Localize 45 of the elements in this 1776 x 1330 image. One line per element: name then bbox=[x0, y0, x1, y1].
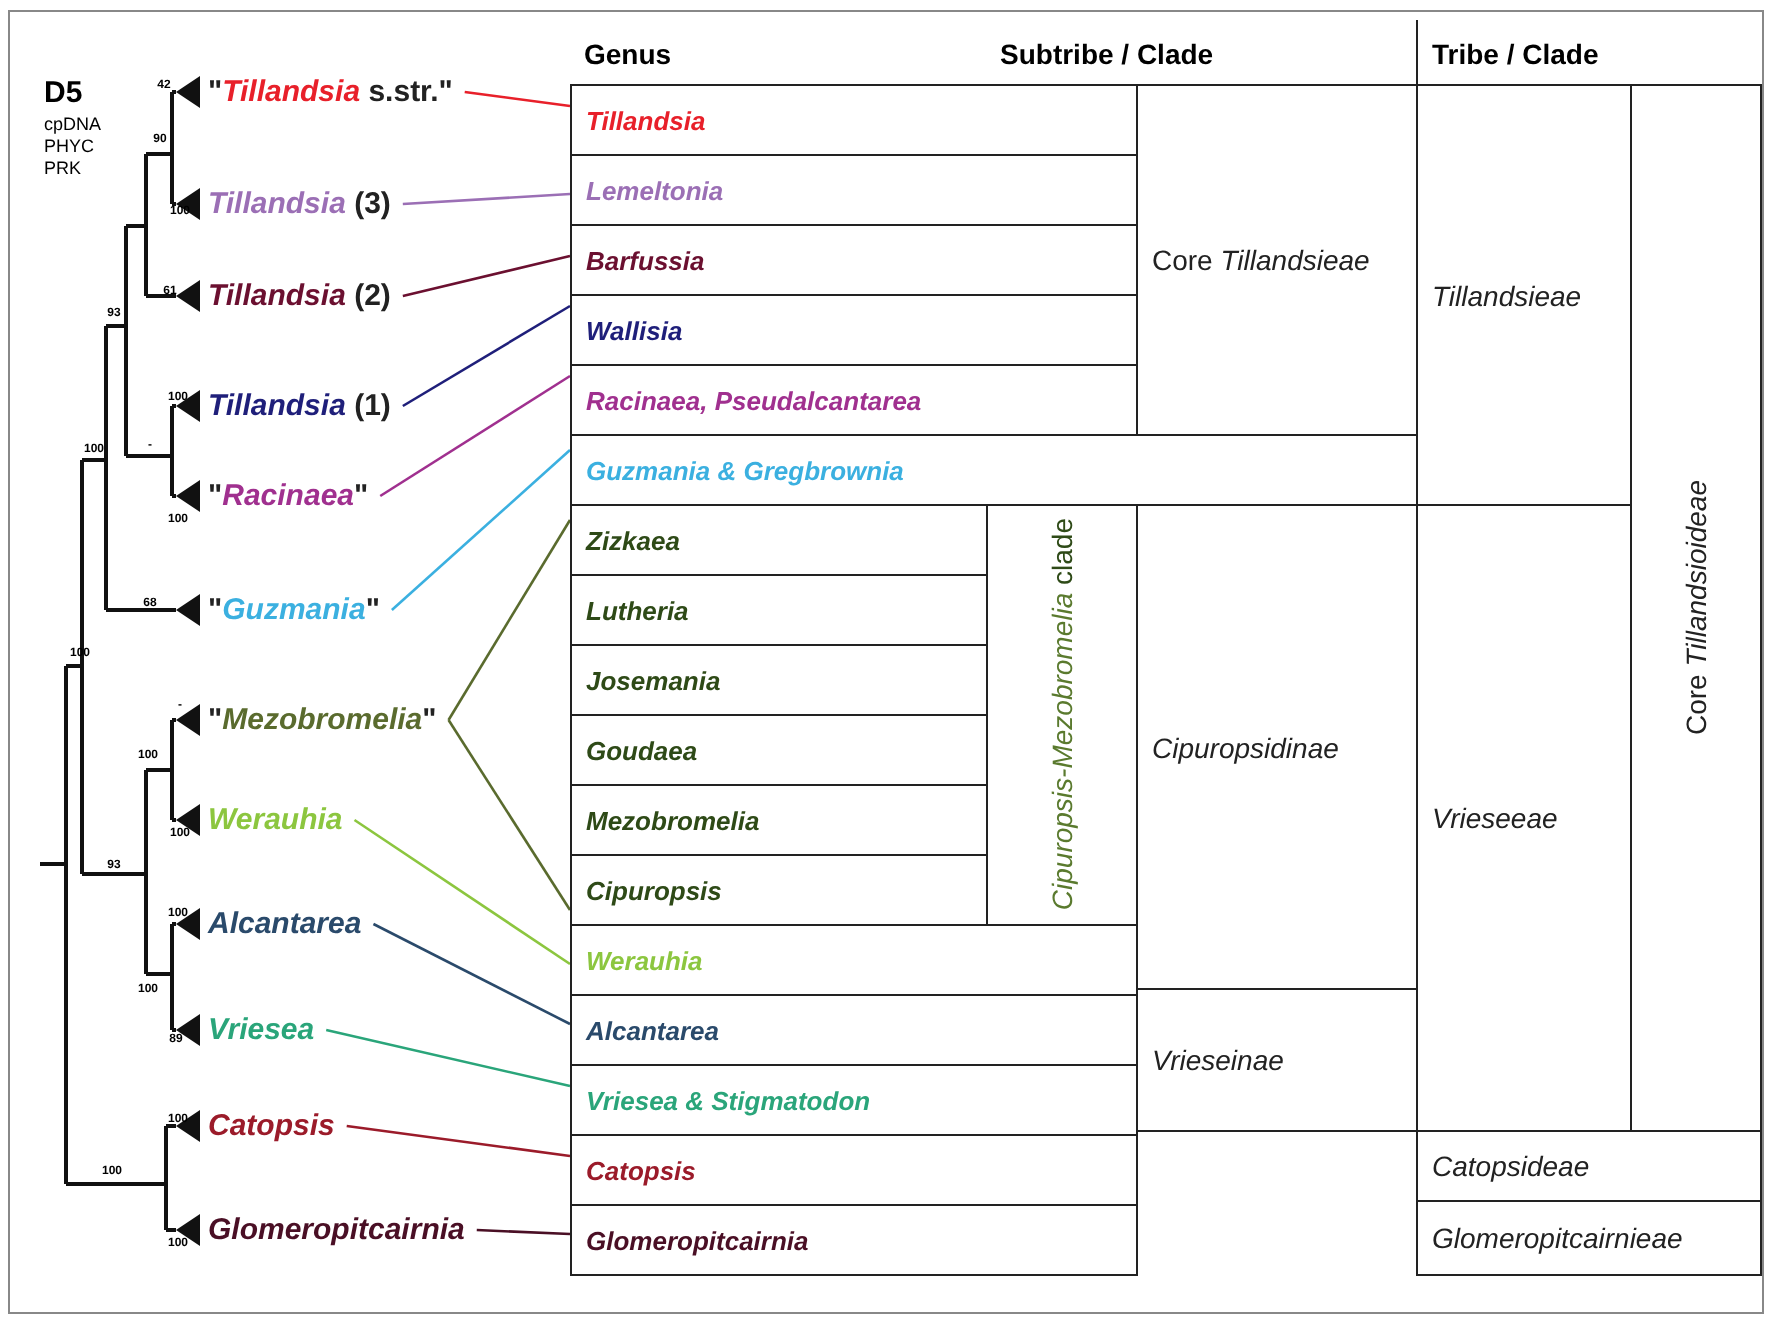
table-text: Catopsideae bbox=[1432, 1150, 1590, 1182]
column-header: Genus bbox=[584, 38, 672, 70]
marker-label: cpDNA bbox=[44, 114, 102, 134]
leader-line bbox=[402, 192, 571, 206]
marker-label: PHYC bbox=[44, 136, 95, 156]
column-header: Subtribe / Clade bbox=[1000, 38, 1214, 70]
taxon-label: "Guzmania" bbox=[208, 593, 380, 627]
leader-line bbox=[391, 449, 571, 611]
genus-cell: Glomeropitcairnia bbox=[570, 1204, 1138, 1276]
leader-line bbox=[379, 374, 571, 498]
marker-label: PRK bbox=[44, 158, 82, 178]
leader-line bbox=[325, 1028, 571, 1088]
taxon-label: Tillandsia (2) bbox=[208, 279, 391, 313]
leader-line bbox=[447, 719, 572, 911]
table-text: Core Tillandsieae bbox=[1152, 244, 1370, 276]
table-text: Tillandsieae bbox=[1432, 279, 1582, 311]
dataset-label: D5 bbox=[44, 76, 83, 110]
taxon-label: Tillandsia (3) bbox=[208, 187, 391, 221]
genus-cell: Tillandsia bbox=[570, 84, 1138, 156]
column-header: Tribe / Clade bbox=[1432, 38, 1599, 70]
leader-line bbox=[402, 254, 571, 298]
table-text: Vrieseinae bbox=[1152, 1044, 1284, 1076]
taxon-label: Tillandsia (1) bbox=[208, 389, 391, 423]
leader-line bbox=[464, 90, 571, 108]
table-text: Cipuropsis-Mezobromelia clade bbox=[1046, 518, 1078, 912]
table-text: Cipuropsidinae bbox=[1152, 731, 1339, 763]
leader-line bbox=[402, 304, 571, 408]
genus-cell: Vriesea & Stigmatodon bbox=[570, 1064, 1138, 1136]
taxon-label: "Mezobromelia" bbox=[208, 703, 437, 737]
leader-line bbox=[476, 1228, 571, 1236]
taxon-label: Alcantarea bbox=[208, 907, 362, 941]
taxon-label: Catopsis bbox=[208, 1109, 335, 1143]
taxon-label: Glomeropitcairnia bbox=[208, 1213, 465, 1247]
leader-line bbox=[372, 922, 571, 1026]
taxon-label: Vriesea bbox=[208, 1013, 315, 1047]
taxon-label: "Tillandsia s.str." bbox=[208, 75, 453, 109]
table-text: Core Tillandsioideae bbox=[1680, 480, 1712, 736]
table-text: Vrieseeae bbox=[1432, 802, 1558, 834]
taxon-label: "Racinaea" bbox=[208, 479, 369, 513]
table-text: Glomeropitcairnieae bbox=[1432, 1222, 1683, 1254]
leader-line bbox=[447, 519, 572, 721]
leader-line bbox=[346, 1124, 571, 1158]
taxon-label: Werauhia bbox=[208, 803, 343, 837]
leader-line bbox=[353, 818, 571, 966]
genus-cell: Catopsis bbox=[570, 1134, 1138, 1206]
